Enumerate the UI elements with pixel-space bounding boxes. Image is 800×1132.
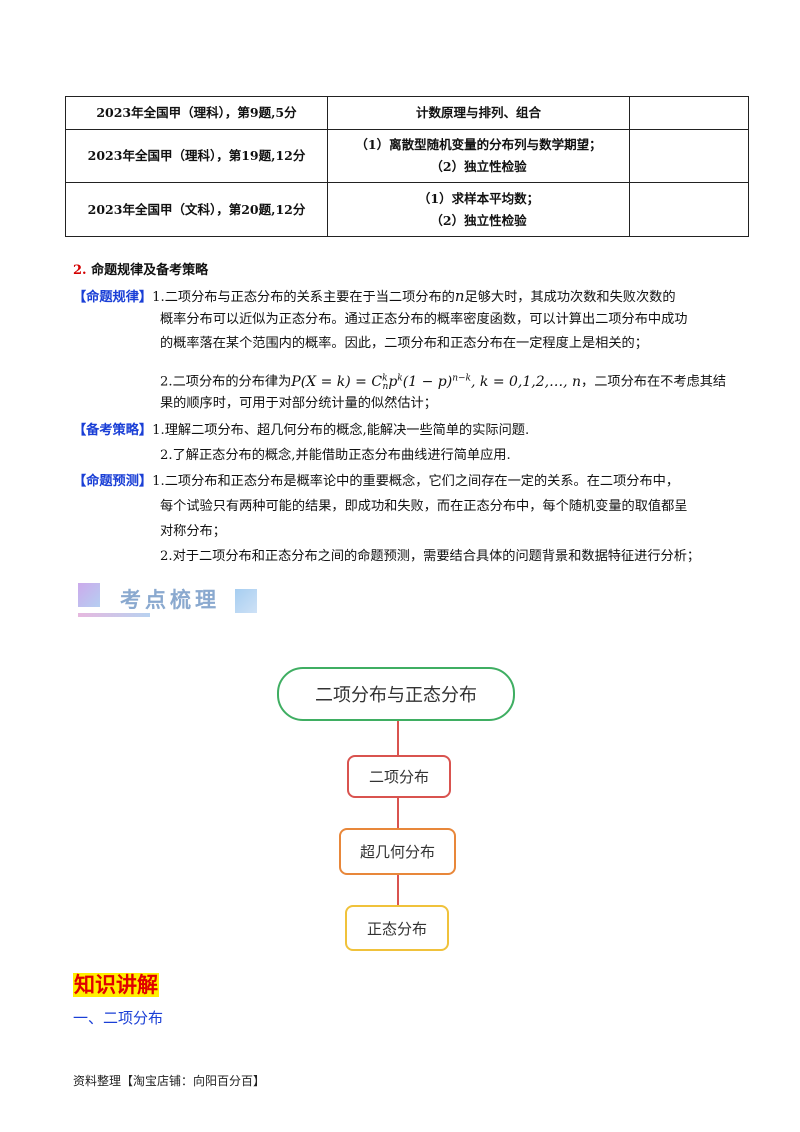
mindmap-connector: [397, 872, 399, 905]
exam-table: 2023年全国甲（理科），第9题,5分 计数原理与排列、组合 2023年全国甲（…: [65, 96, 749, 237]
banner-underline: [78, 613, 150, 617]
strategy-tag: 【备考策略】: [73, 423, 153, 438]
forecast-line-1: 【命题预测】1.二项分布和正态分布是概率论中的重要概念，它们之间存在一定的关系。…: [73, 474, 680, 489]
rules-line-3: 的概率落在某个范围内的概率。因此，二项分布和正态分布在一定程度上是相关的；: [160, 336, 648, 351]
knowledge-heading: 知识讲解: [73, 972, 159, 998]
rules-line-1: 【命题规律】1.二项分布与正态分布的关系主要在于当二项分布的n足够大时，其成功次…: [73, 287, 676, 305]
forecast-line-3: 对称分布；: [160, 524, 226, 539]
binomial-formula: P(X = k) = Cknpk(1 − p)n−k, k = 0,1,2,…,…: [291, 373, 582, 393]
forecast-line-2: 每个试验只有两种可能的结果，即成功和失败，而在正态分布中，每个随机变量的取值都呈: [160, 499, 688, 514]
strategy-line-2: 2.了解正态分布的概念,并能借助正态分布曲线进行简单应用.: [160, 448, 511, 463]
banner-title: 考点梳理: [120, 588, 220, 612]
source-cell: 2023年全国甲（理科），第19题,12分: [65, 129, 328, 183]
rules-tag: 【命题规律】: [73, 290, 153, 305]
extra-cell: [629, 182, 749, 237]
footer-text: 资料整理【淘宝店铺：向阳百分百】: [73, 1074, 266, 1088]
source-cell: 2023年全国甲（理科），第9题,5分: [65, 96, 328, 130]
rules-line-2: 概率分布可以近似为正态分布。通过正态分布的概率密度函数，可以计算出二项分布中成功: [160, 312, 688, 327]
table-row: 2023年全国甲（理科），第19题,12分 （1）离散型随机变量的分布列与数学期…: [65, 129, 749, 183]
mindmap-root: 二项分布与正态分布: [277, 667, 515, 721]
table-row: 2023年全国甲（理科），第9题,5分 计数原理与排列、组合: [65, 96, 749, 130]
section-banner: 考点梳理: [78, 583, 268, 623]
section-heading: 2. 命题规律及备考策略: [73, 259, 208, 278]
topic-cell: 计数原理与排列、组合: [327, 96, 630, 130]
extra-cell: [629, 96, 749, 130]
mindmap-node-normal: 正态分布: [345, 905, 449, 951]
table-row: 2023年全国甲（文科），第20题,12分 （1）求样本平均数； （2）独立性检…: [65, 182, 749, 237]
section-number: 2.: [73, 263, 87, 278]
mindmap-connector: [397, 795, 399, 828]
topic-cell: （1）求样本平均数； （2）独立性检验: [327, 182, 630, 237]
rules-formula-line: 2.二项分布的分布律为P(X = k) = Cknpk(1 − p)n−k, k…: [160, 373, 727, 393]
subsection-title: 一、二项分布: [73, 1009, 164, 1027]
mindmap-node-hypergeometric: 超几何分布: [339, 828, 456, 875]
forecast-line-4: 2.对于二项分布和正态分布之间的命题预测，需要结合具体的问题背景和数据特征进行分…: [160, 549, 701, 564]
banner-square-icon: [235, 589, 257, 613]
section-title: 命题规律及备考策略: [91, 263, 209, 278]
topic-cell: （1）离散型随机变量的分布列与数学期望； （2）独立性检验: [327, 129, 630, 183]
rules-line-5: 果的顺序时，可用于对部分统计量的似然估计；: [160, 396, 437, 411]
knowledge-title: 知识讲解: [73, 973, 159, 997]
extra-cell: [629, 129, 749, 183]
mindmap-connector: [397, 718, 399, 756]
mindmap-node-binomial: 二项分布: [347, 755, 451, 798]
banner-square-icon: [78, 583, 100, 607]
forecast-tag: 【命题预测】: [73, 474, 153, 489]
source-cell: 2023年全国甲（文科），第20题,12分: [65, 182, 328, 237]
strategy-line-1: 【备考策略】1.理解二项分布、超几何分布的概念,能解决一些简单的实际问题.: [73, 423, 530, 438]
